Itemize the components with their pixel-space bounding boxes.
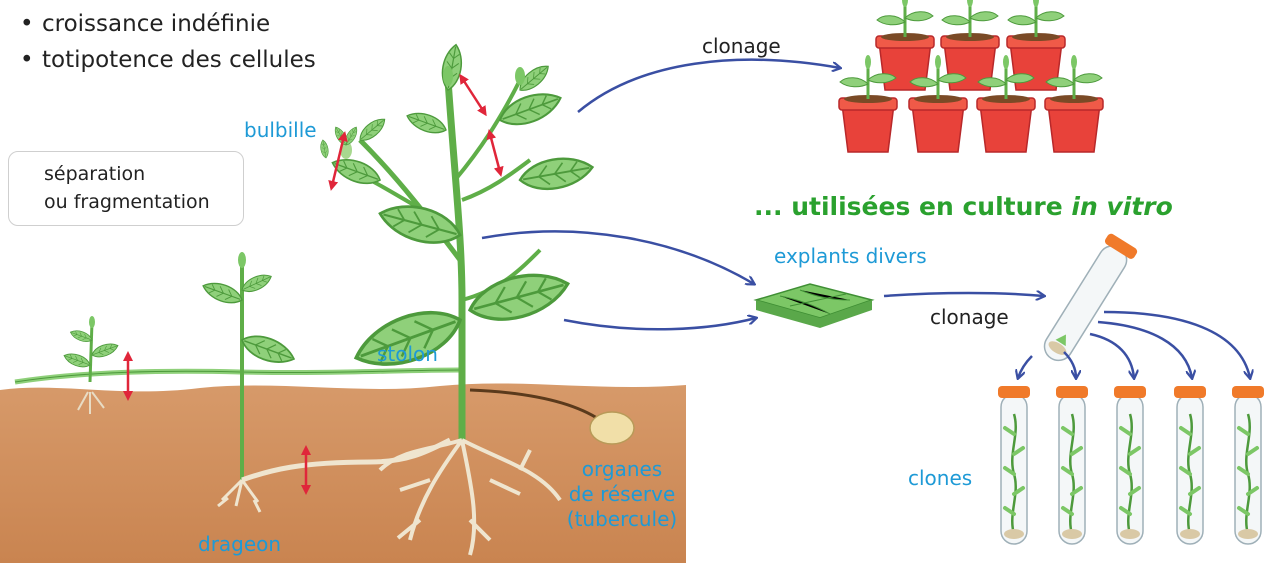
in-vitro-title: ... utilisées en culture in vitro <box>754 192 1173 221</box>
explants <box>756 284 872 328</box>
in-vitro-title-prefix: ... utilisées en culture <box>754 192 1071 221</box>
property-list: croissance indéfinie totipotence des cel… <box>20 6 316 78</box>
cloned-pots <box>839 0 1103 152</box>
label-clones: clones <box>908 466 972 490</box>
label-clonage-mid: clonage <box>930 305 1009 329</box>
arrow-to-explants-lower <box>564 318 756 329</box>
label-organes-line2: de réserve <box>562 482 682 507</box>
clone-tubes <box>998 386 1264 544</box>
label-bulbille: bulbille <box>244 118 317 142</box>
label-drageon: drageon <box>198 532 281 556</box>
separation-arrow-top <box>462 78 484 112</box>
arrow-clonage-tube <box>884 293 1044 296</box>
bullet-item: croissance indéfinie <box>20 6 316 42</box>
legend-text: séparation ou fragmentation <box>44 160 210 216</box>
separation-arrow-branch <box>490 134 500 172</box>
label-organes: organes de réserve (tubercule) <box>562 457 682 532</box>
label-explants: explants divers <box>774 244 927 268</box>
label-organes-line3: (tubercule) <box>562 507 682 532</box>
bullet-item: totipotence des cellules <box>20 42 316 78</box>
label-organes-line1: organes <box>562 457 682 482</box>
culture-tube <box>1037 232 1139 367</box>
arrow-clonage-pots <box>578 60 840 112</box>
legend-line1: séparation <box>44 160 210 188</box>
legend-line2: ou fragmentation <box>44 188 210 216</box>
label-stolon: stolon <box>377 342 438 366</box>
in-vitro-title-italic: in vitro <box>1071 192 1172 221</box>
label-clonage-top: clonage <box>702 34 781 58</box>
